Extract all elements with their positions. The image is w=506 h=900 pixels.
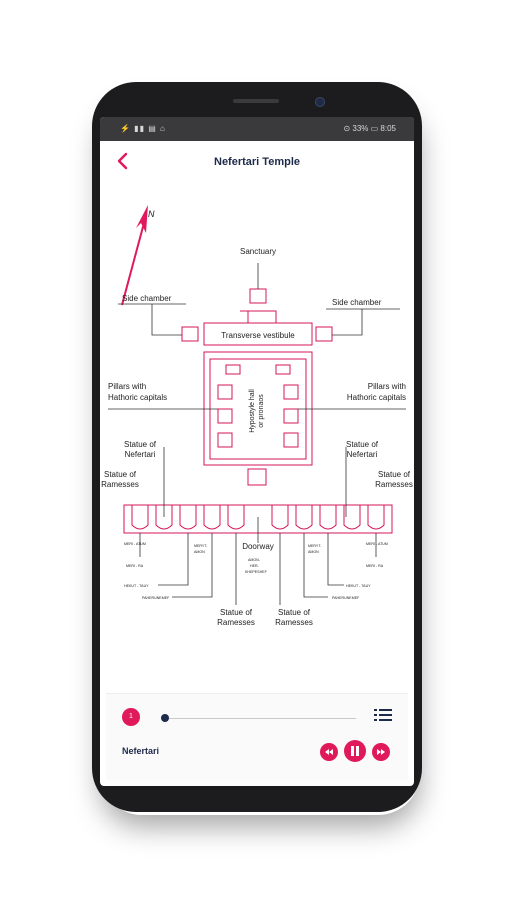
label-pillars-right-2: Hathoric capitals [347, 393, 406, 402]
label-meryt-amon-left-1: MERYT- [194, 544, 208, 548]
label-amon-her-khepeshef-2: HER- [250, 564, 260, 568]
progress-handle[interactable] [161, 714, 169, 722]
status-icons-left: ⚡ ▮▮ ▤ ⌂ [120, 124, 166, 133]
forward-icon [377, 749, 385, 755]
rewind-button[interactable] [320, 743, 338, 761]
label-pahrer-right: PAHERUNEMEF [332, 596, 360, 600]
label-amon-her-khepeshef-3: KHEPESHEF [245, 570, 268, 574]
label-hekut-tauy-left: HEKUT - TAUY [124, 584, 149, 588]
label-statue-ramesses-left-1: Statue of [104, 470, 137, 479]
label-hypostyle-2: or pronaos [258, 394, 265, 428]
chevron-left-icon [117, 152, 128, 170]
label-pillars-right-1: Pillars with [368, 382, 406, 391]
label-statue-ramesses-left-2: Ramesses [101, 480, 139, 489]
track-number-badge[interactable]: 1 [122, 708, 140, 726]
label-meri-ra-right: MERI - RA [366, 564, 384, 568]
label-meri-ra-left: MERI - RA [126, 564, 144, 568]
label-meri-atum-left: MERI - ATUM [124, 542, 146, 546]
label-sanctuary: Sanctuary [240, 247, 276, 256]
rewind-icon [325, 749, 333, 755]
label-side-chamber-left: Side chamber [122, 294, 172, 303]
progress-track[interactable] [164, 718, 356, 719]
pause-icon [351, 746, 359, 756]
phone-speaker [233, 99, 279, 103]
label-hekut-tauy-right: HEKUT - TAUY [346, 584, 371, 588]
label-pillars-left-2: Hathoric capitals [108, 393, 167, 402]
temple-floor-plan[interactable]: N [100, 197, 414, 677]
forward-button[interactable] [372, 743, 390, 761]
floor-plan-labels: Sanctuary Side chamber Side chamber Tran… [101, 247, 413, 627]
label-hypostyle-1: Hypostyle hall [249, 389, 256, 433]
back-button[interactable] [112, 149, 136, 173]
label-statue-nefertari-right-1: Statue of [346, 440, 379, 449]
label-transverse-vestibule: Transverse vestibule [221, 331, 295, 340]
label-statue-nefertari-left-1: Statue of [124, 440, 157, 449]
label-meri-atum-right: MERI - ATUM [366, 542, 388, 546]
compass-icon: N [121, 205, 155, 306]
front-camera [315, 97, 325, 107]
label-leader-lines [108, 263, 406, 605]
label-amon-her-khepeshef-1: AMON- [248, 558, 261, 562]
label-statue-ramesses-right-2: Ramesses [375, 480, 413, 489]
label-statue-bottom-right-2: Ramesses [275, 618, 313, 627]
status-bar: ⚡ ▮▮ ▤ ⌂ ⊙ 33% ▭ 8:05 [100, 117, 414, 141]
label-meryt-amon-right-2: AMON [308, 550, 319, 554]
status-battery-time: ⊙ 33% ▭ 8:05 [343, 124, 396, 133]
playlist-icon[interactable] [374, 709, 392, 723]
label-statue-bottom-left-2: Ramesses [217, 618, 255, 627]
label-statue-ramesses-right-1: Statue of [378, 470, 411, 479]
page-title: Nefertari Temple [214, 156, 300, 168]
track-name: Nefertari [122, 746, 160, 756]
label-statue-nefertari-left-2: Nefertari [125, 450, 156, 459]
label-statue-bottom-left-1: Statue of [220, 608, 253, 617]
app-screen: ⚡ ▮▮ ▤ ⌂ ⊙ 33% ▭ 8:05 Nefertari Temple N [100, 117, 414, 786]
label-meryt-amon-right-1: MERYT- [308, 544, 322, 548]
label-doorway: Doorway [242, 542, 274, 551]
label-pahrer-left: PAHERUNEMEF [142, 596, 170, 600]
label-statue-nefertari-right-2: Nefertari [347, 450, 378, 459]
label-statue-bottom-right-1: Statue of [278, 608, 311, 617]
label-meryt-amon-left-2: AMON [194, 550, 205, 554]
audio-player: 1 Nefertari [106, 693, 408, 780]
label-pillars-left-1: Pillars with [108, 382, 146, 391]
pause-button[interactable] [344, 740, 366, 762]
app-bar: Nefertari Temple [100, 141, 414, 187]
temple-outline [123, 288, 393, 534]
label-side-chamber-right: Side chamber [332, 298, 382, 307]
compass-north-label: N [148, 209, 155, 219]
